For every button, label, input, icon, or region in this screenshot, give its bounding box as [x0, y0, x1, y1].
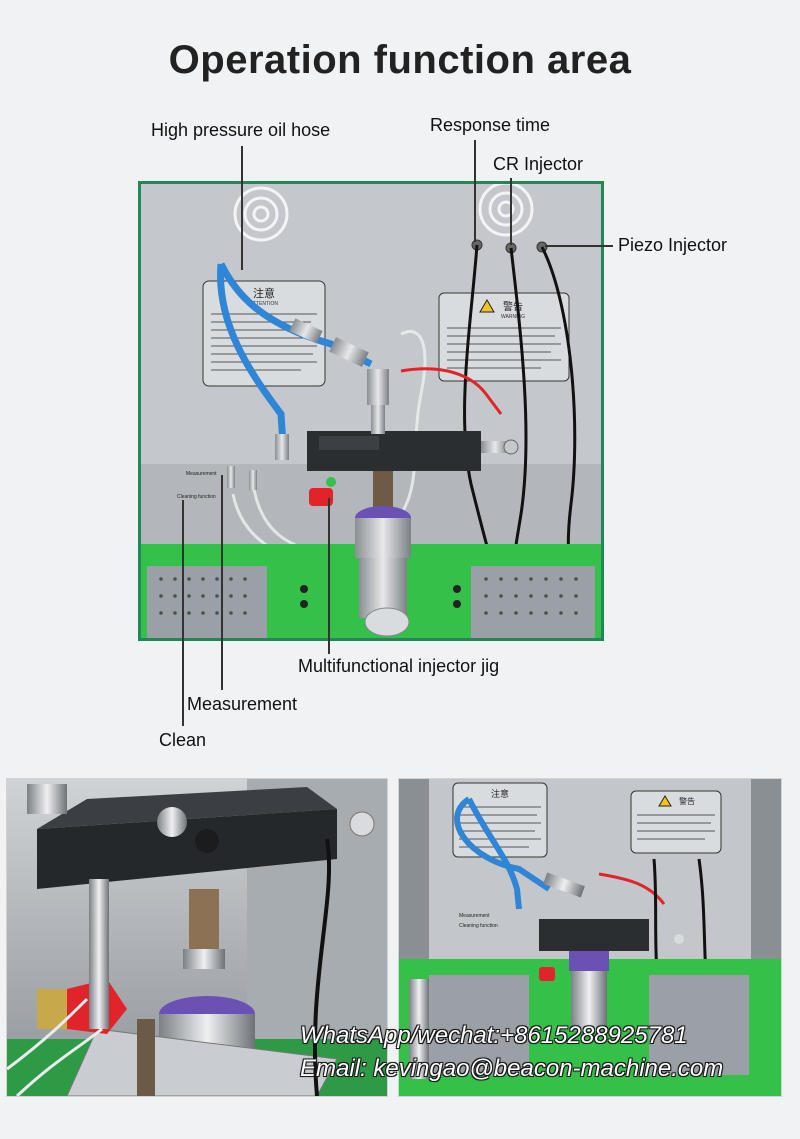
- closeup-photo-jig: [6, 778, 388, 1097]
- callout-response-time: Response time: [430, 115, 551, 135]
- svg-text:Cleaning function: Cleaning function: [177, 494, 216, 500]
- leader-line-jig: [328, 498, 330, 654]
- leader-line-cr-injector: [510, 178, 512, 245]
- callout-high-pressure-oil-hose: High pressure oil hose: [151, 120, 331, 140]
- callout-cr-injector: CR Injector: [493, 154, 584, 174]
- multifunctional-injector-jig: [307, 369, 519, 637]
- high-pressure-oil-hose: [217, 262, 373, 368]
- callout-clean: Clean: [159, 730, 207, 750]
- svg-text:警告: 警告: [503, 300, 523, 313]
- leader-line-piezo-injector: [545, 245, 613, 247]
- svg-text:Measurement: Measurement: [186, 471, 217, 477]
- page-title: Operation function area: [168, 38, 632, 82]
- callout-multifunctional-injector-jig: Multifunctional injector jig: [298, 656, 500, 676]
- svg-text:ATTENTION: ATTENTION: [250, 301, 278, 307]
- leader-line-response-time: [474, 140, 476, 242]
- svg-text:Measurement: Measurement: [459, 913, 490, 919]
- leader-line-hose: [241, 146, 243, 270]
- svg-text:警告: 警告: [679, 796, 695, 806]
- contact-email: Email: kevingao@beacon-machine.com: [300, 1055, 724, 1082]
- svg-text:注意: 注意: [491, 788, 509, 799]
- warning-sign: 警告 WARNING: [438, 292, 570, 382]
- callout-measurement: Measurement: [187, 694, 298, 714]
- main-photo-test-bench: 注意 ATTENTION 警告 WARNING: [138, 181, 604, 641]
- callout-piezo-injector: Piezo Injector: [618, 235, 728, 255]
- fan-grille-left: [233, 186, 289, 242]
- svg-text:Cleaning function: Cleaning function: [459, 923, 498, 929]
- leader-line-clean: [182, 500, 184, 726]
- warning-sign-small: 警告: [630, 790, 722, 854]
- overview-photo-bench: 注意 警告: [398, 778, 782, 1097]
- fan-grille-right: [478, 184, 534, 237]
- svg-text:注意: 注意: [253, 286, 275, 300]
- leader-line-measurement: [221, 475, 223, 690]
- svg-text:WARNING: WARNING: [501, 314, 525, 320]
- contact-whatsapp: WhatsApp/wechat:+8615288925781: [300, 1022, 688, 1049]
